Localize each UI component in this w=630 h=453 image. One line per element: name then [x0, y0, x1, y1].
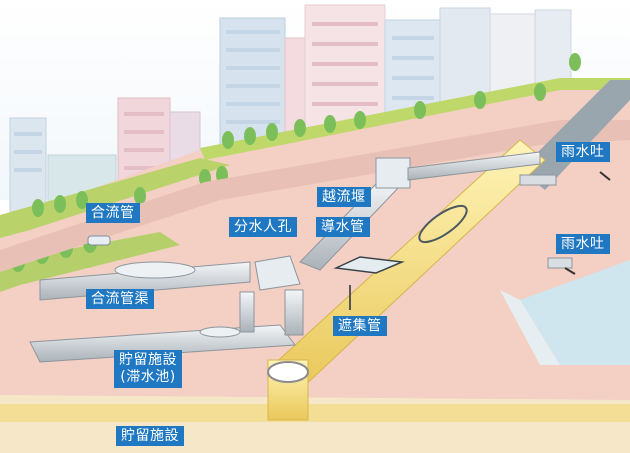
river-bank — [500, 290, 560, 365]
weir-box — [375, 157, 411, 189]
outfall-pipe-1 — [519, 174, 557, 186]
junction — [333, 256, 405, 274]
outfall-pipe-2 — [547, 257, 573, 269]
label-stormwater-outfall-1: 雨水吐 — [556, 142, 610, 162]
upper-pipe — [407, 151, 541, 181]
label-overflow-weir: 越流堰 — [317, 187, 371, 207]
channel — [520, 80, 630, 190]
label-combined-sewer: 合流管 — [86, 203, 140, 223]
label-storage-facility: 貯留施設 — [116, 426, 184, 446]
car — [87, 235, 111, 246]
vertical-pipe-2 — [239, 291, 255, 333]
grass-upper — [200, 78, 630, 160]
label-conduit-pipe: 導水管 — [316, 217, 370, 237]
storage-band — [0, 404, 630, 422]
label-combined-culvert: 合流管渠 — [86, 289, 154, 309]
storage-pit — [0, 395, 630, 453]
label-storage-facility-tank-line1: 貯留施設 — [119, 352, 177, 368]
river — [520, 260, 630, 365]
vertical-pipe — [284, 289, 304, 336]
label-storage-facility-tank-line2: (滞水池) — [120, 369, 176, 385]
label-interceptor-pipe: 遮集管 — [333, 316, 387, 336]
label-storage-facility-tank: 貯留施設 (滞水池) — [114, 350, 182, 388]
label-diversion-manhole: 分水人孔 — [229, 217, 297, 237]
manhole-box — [254, 255, 301, 291]
label-stormwater-outfall-2: 雨水吐 — [556, 234, 610, 254]
grass-left — [0, 158, 230, 238]
grass-lower-left — [0, 232, 180, 292]
